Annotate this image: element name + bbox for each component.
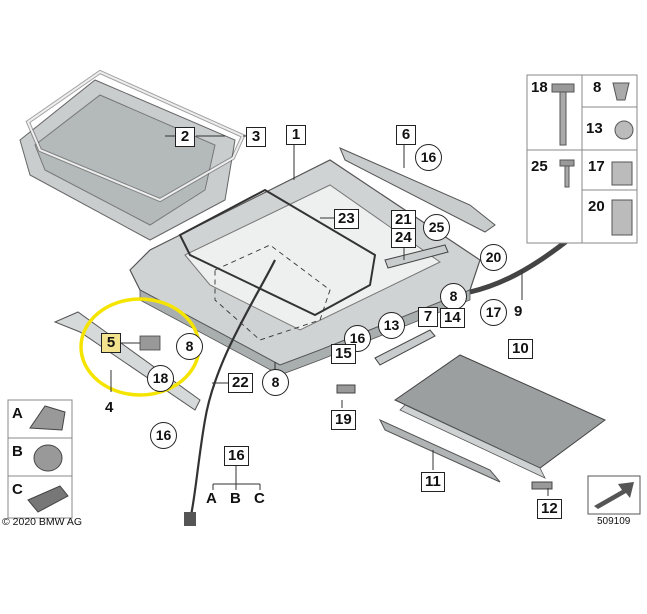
guide-rail-illustration	[378, 418, 501, 483]
label-part-2[interactable]: 2	[175, 127, 195, 147]
variant-panel-A[interactable]: A	[12, 405, 23, 422]
label-part-9[interactable]: 9	[514, 303, 523, 320]
label-part-8-left[interactable]: 8	[176, 333, 203, 360]
label-part-13[interactable]: 13	[378, 312, 405, 339]
label-part-24[interactable]: 24	[391, 228, 416, 248]
label-part-16-mid[interactable]: 16	[344, 325, 371, 352]
label-part-18-bottom[interactable]: 18	[147, 365, 174, 392]
label-part-8-bottom[interactable]: 8	[262, 369, 289, 396]
label-part-12[interactable]: 12	[537, 499, 562, 519]
variant-panel	[7, 399, 73, 519]
grid-label-20[interactable]: 20	[588, 198, 605, 215]
part-5-illustration	[139, 335, 161, 351]
label-part-17[interactable]: 17	[480, 299, 507, 326]
label-part-19[interactable]: 19	[331, 410, 356, 430]
orientation-arrow-box	[587, 475, 641, 515]
label-part-23[interactable]: 23	[334, 209, 359, 229]
sunblind-illustration	[394, 354, 606, 479]
part-7-illustration	[374, 329, 436, 366]
grid-label-8[interactable]: 8	[593, 79, 602, 96]
label-part-16-top[interactable]: 16	[415, 144, 442, 171]
label-variant-B: B	[230, 490, 241, 507]
label-variant-C: C	[254, 490, 265, 507]
label-part-5-highlighted[interactable]: 5	[101, 333, 121, 353]
cable-motor-connector	[184, 512, 196, 526]
label-part-1[interactable]: 1	[286, 125, 306, 145]
grid-label-25[interactable]: 25	[531, 158, 548, 175]
grid-label-13[interactable]: 13	[586, 120, 603, 137]
label-part-25[interactable]: 25	[423, 214, 450, 241]
label-part-7[interactable]: 7	[418, 307, 438, 327]
part-19-illustration	[336, 384, 356, 394]
seal-rail-illustration	[469, 238, 570, 295]
label-part-20[interactable]: 20	[480, 244, 507, 271]
label-part-16-variants[interactable]: 16	[224, 446, 249, 466]
label-part-15[interactable]: 15	[331, 344, 356, 364]
label-part-21[interactable]: 21	[391, 210, 416, 230]
label-part-14[interactable]: 14	[440, 308, 465, 328]
label-part-6[interactable]: 6	[396, 125, 416, 145]
label-variant-A: A	[206, 490, 217, 507]
label-part-16-left[interactable]: 16	[150, 422, 177, 449]
label-part-4[interactable]: 4	[105, 399, 114, 416]
label-part-10[interactable]: 10	[508, 339, 533, 359]
hardware-grid	[526, 74, 638, 244]
copyright-text: © 2020 BMW AG	[2, 516, 83, 528]
variant-panel-B[interactable]: B	[12, 443, 23, 460]
label-part-8-right[interactable]: 8	[440, 283, 467, 310]
label-part-3[interactable]: 3	[246, 127, 266, 147]
drive-cable-illustration	[188, 259, 276, 521]
label-part-11[interactable]: 11	[421, 472, 445, 492]
label-part-22[interactable]: 22	[228, 373, 253, 393]
reference-number: 509109	[597, 516, 631, 527]
part-24-illustration	[384, 244, 449, 269]
glass-panel-illustration	[19, 69, 246, 241]
part-12-illustration	[531, 481, 553, 490]
variant-panel-C[interactable]: C	[12, 481, 23, 498]
grid-label-18[interactable]: 18	[531, 79, 548, 96]
grid-label-17[interactable]: 17	[588, 158, 605, 175]
